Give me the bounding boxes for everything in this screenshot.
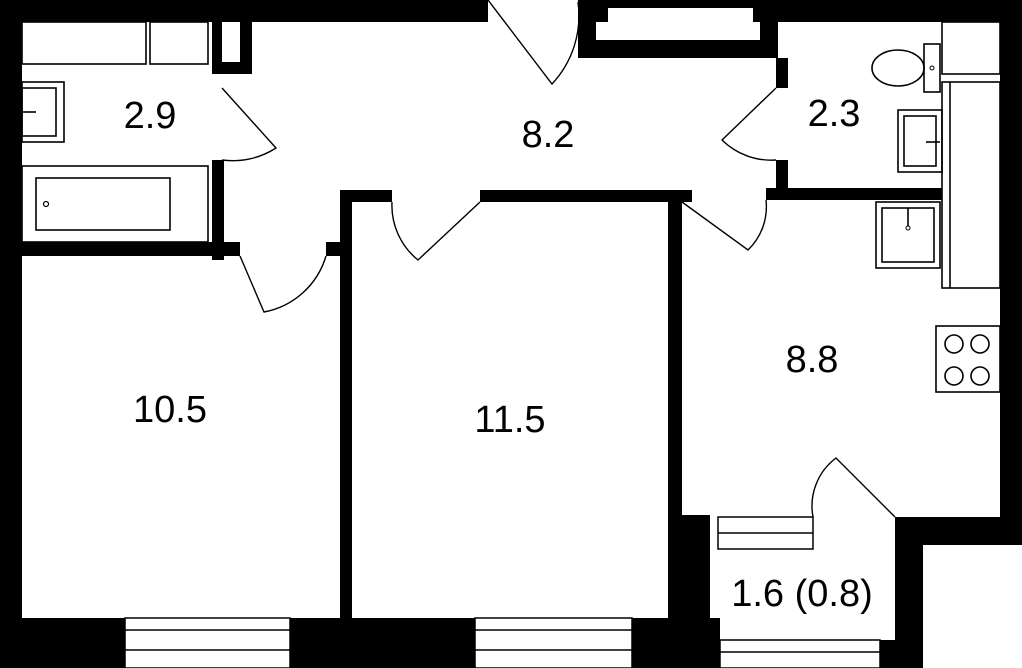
area-label-bedroom-left: 10.5: [133, 389, 207, 431]
doors: [221, 0, 896, 518]
area-label-bedroom-right: 11.5: [474, 399, 545, 441]
area-label-hallway: 8.2: [522, 114, 575, 156]
sink-icon: [897, 109, 943, 173]
fixtures: [21, 21, 1001, 393]
area-label-balcony: 1.6 (0.8): [731, 573, 873, 615]
area-label-kitchen: 8.8: [786, 339, 839, 381]
toilet-icon: [871, 43, 941, 93]
sink-icon: [21, 81, 65, 143]
windows: [124, 516, 881, 668]
interior-walls: [0, 0, 942, 668]
stove-icon: [935, 325, 1001, 393]
area-label-toilet: 2.3: [808, 93, 861, 135]
area-label-bathroom: 2.9: [124, 95, 177, 137]
cabinet-icon: [21, 21, 147, 65]
kitchen-sink-icon: [875, 201, 941, 269]
counter-icon: [941, 21, 1001, 289]
bathtub-icon: [21, 165, 209, 243]
room-labels: 2.9 8.2 2.3 8.8 10.5 11.5 1.6 (0.8): [124, 93, 873, 615]
